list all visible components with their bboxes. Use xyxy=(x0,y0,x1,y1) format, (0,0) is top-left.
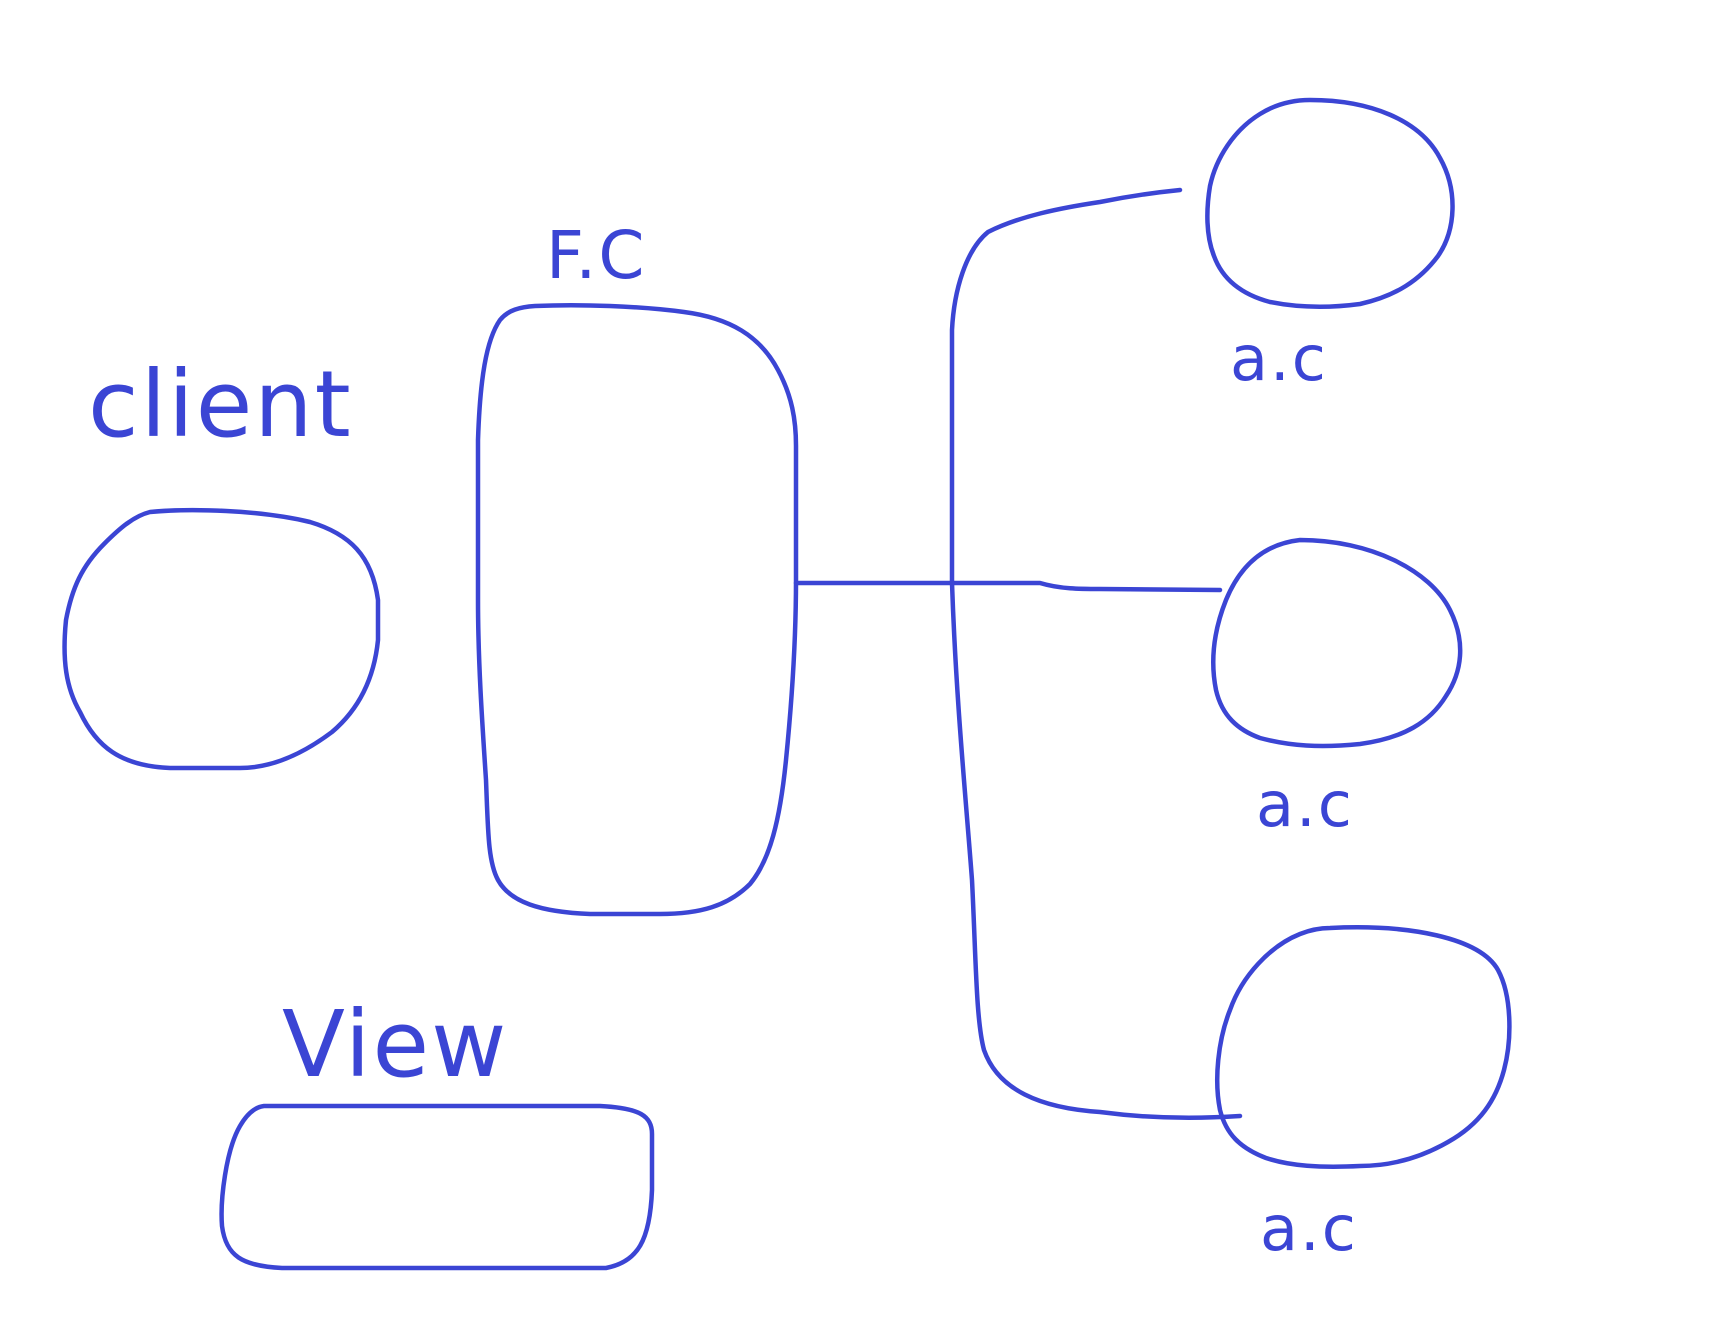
controller-3-shape xyxy=(1215,925,1512,1169)
controller-3-label: a.c xyxy=(1260,1192,1358,1265)
client-shape xyxy=(62,507,381,771)
bus-to-controller-1-line xyxy=(949,187,1183,586)
client-label: client xyxy=(88,351,353,458)
view-label: View xyxy=(282,991,508,1098)
bus-to-controller-2-line xyxy=(949,580,1223,593)
controller-1-shape xyxy=(1205,97,1455,310)
controller-1-label: a.c xyxy=(1230,322,1328,395)
controller-2-label: a.c xyxy=(1256,768,1354,841)
front-controller-label: F.C xyxy=(546,217,646,294)
bus-to-controller-3-line xyxy=(949,580,1243,1121)
view-shape xyxy=(219,1103,655,1271)
front-controller-shape xyxy=(475,303,799,917)
controller-2-shape xyxy=(1210,537,1463,749)
